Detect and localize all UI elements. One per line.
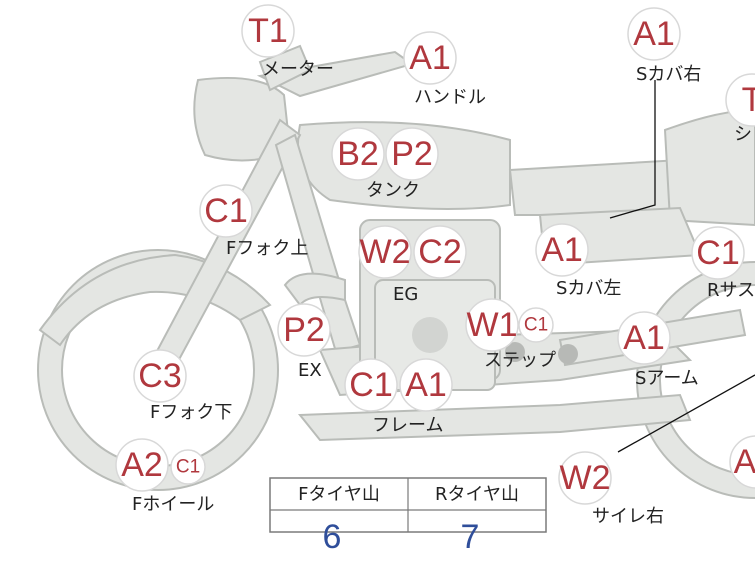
part-tank: B2 P2 タンク	[331, 127, 439, 201]
svg-text:C1: C1	[524, 315, 548, 336]
svg-text:W1: W1	[467, 306, 518, 344]
svg-text:A: A	[734, 443, 755, 481]
part-exhaust: P2 EX	[277, 303, 331, 381]
svg-text:A2: A2	[121, 446, 163, 484]
svg-text:C1: C1	[204, 192, 247, 230]
svg-text:Fフォク下: Fフォク下	[150, 402, 232, 423]
part-swing-arm: A1 Sアーム	[617, 311, 699, 389]
part-badges: T1 メーター A1 ハンドル A1 Sカバ右 T シ B2 P2 タンク C1	[115, 4, 755, 527]
svg-text:シ: シ	[734, 124, 752, 145]
svg-text:EG: EG	[393, 284, 418, 305]
svg-text:C1: C1	[176, 457, 200, 478]
svg-text:タンク: タンク	[366, 180, 420, 201]
part-side-cover-left: A1 Sカバ左	[535, 223, 621, 299]
svg-text:Fフォク上: Fフォク上	[226, 238, 308, 259]
front-tire-value: 6	[323, 518, 342, 556]
part-meter: T1 メーター	[241, 4, 334, 80]
svg-text:T: T	[742, 81, 755, 119]
svg-text:W2: W2	[560, 459, 611, 497]
front-tire-header: Fタイヤ山	[298, 484, 380, 505]
svg-text:サイレ右: サイレ右	[592, 506, 664, 527]
svg-text:C2: C2	[418, 233, 461, 271]
part-engine: W2 C2 EG	[358, 225, 467, 305]
svg-text:A1: A1	[405, 366, 447, 404]
svg-text:P2: P2	[391, 135, 433, 173]
svg-text:Rサス: Rサス	[707, 280, 755, 301]
part-step: W1 ステップ C1 ステップ	[465, 298, 556, 371]
svg-text:A1: A1	[623, 319, 665, 357]
svg-text:B2: B2	[337, 135, 379, 173]
svg-text:Sカバ左: Sカバ左	[556, 278, 621, 299]
part-handle: A1 ハンドル	[403, 31, 486, 108]
svg-text:C1: C1	[696, 234, 739, 272]
part-rear-wheel: A	[729, 435, 755, 489]
tire-tread-table: Fタイヤ山 Rタイヤ山 6 7	[269, 477, 547, 556]
svg-text:P2: P2	[283, 311, 325, 349]
part-front-fork-upper: C1 Fフォク上	[199, 184, 308, 259]
rear-tire-header: Rタイヤ山	[435, 484, 519, 505]
svg-text:C3: C3	[138, 357, 181, 395]
svg-text:W2: W2	[360, 233, 411, 271]
part-side-cover-right: A1 Sカバ右	[627, 7, 701, 85]
svg-text:Fホイール: Fホイール	[132, 494, 214, 515]
part-seat: T シ	[725, 73, 755, 145]
svg-text:メーター: メーター	[262, 59, 334, 80]
svg-text:EX: EX	[298, 360, 322, 381]
rear-tire-value: 7	[461, 518, 480, 556]
svg-text:Sアーム: Sアーム	[635, 368, 699, 389]
part-silencer-right: W2 サイレ右	[558, 451, 664, 527]
svg-text:C1: C1	[349, 366, 392, 404]
leader-lines	[609, 80, 755, 453]
svg-text:A1: A1	[409, 39, 451, 77]
motorcycle-illustration	[37, 44, 755, 499]
svg-text:T1: T1	[248, 12, 288, 50]
svg-text:A1: A1	[633, 15, 675, 53]
part-front-wheel: A2 C1 Fホイール	[115, 438, 214, 515]
svg-text:フレーム: フレーム	[372, 415, 443, 436]
part-rear-suspension: C1 Rサス	[691, 226, 755, 301]
part-front-fork-lower: C3 Fフォク下	[133, 349, 232, 423]
svg-text:ハンドル: ハンドル	[414, 87, 486, 108]
svg-text:ステップ: ステップ	[484, 350, 556, 371]
part-frame: C1 A1 フレーム	[344, 358, 453, 436]
svg-text:A1: A1	[541, 231, 583, 269]
svg-text:Sカバ右: Sカバ右	[636, 64, 701, 85]
